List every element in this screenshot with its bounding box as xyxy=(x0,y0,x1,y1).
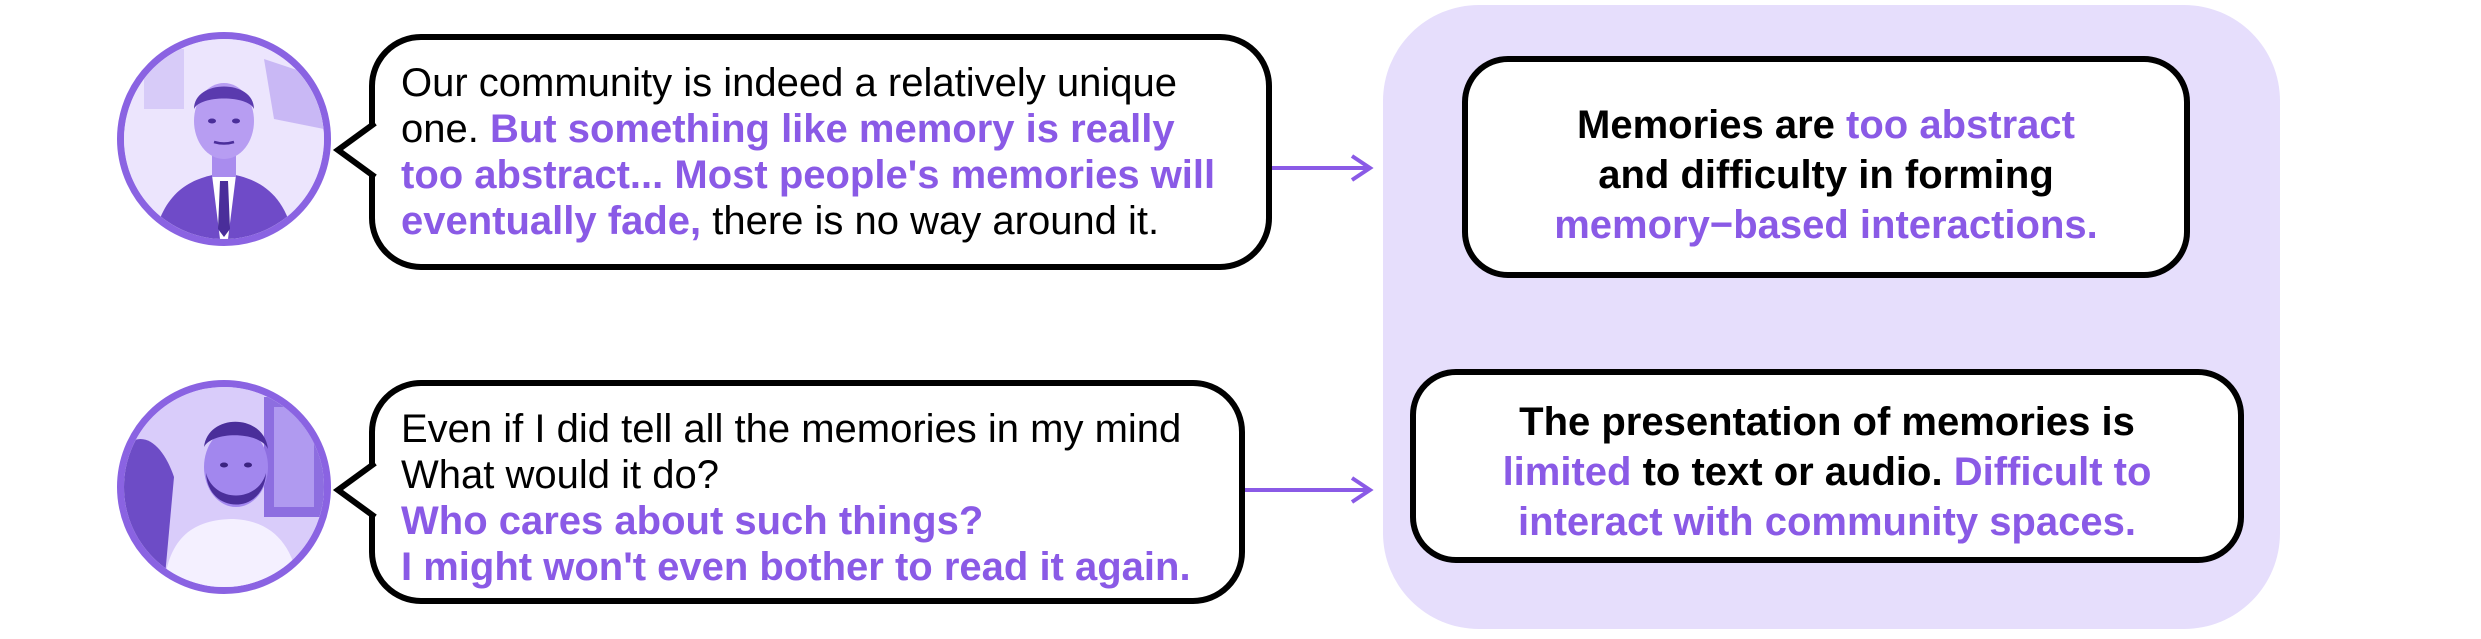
quote-1-line-3: too abstract... Most people's memories w… xyxy=(401,152,1240,198)
quote-bubble-1-tail xyxy=(332,120,377,180)
quote-2-segment-highlight: I might won't even bother to read it aga… xyxy=(401,545,1191,589)
arrow-2-icon xyxy=(1245,476,1374,504)
quote-2-text: Even if I did tell all the memories in m… xyxy=(401,406,1213,590)
quote-1-segment: Our community is indeed a relatively uni… xyxy=(401,61,1177,105)
bearded-man-icon xyxy=(124,387,324,587)
quote-1-segment: one. xyxy=(401,107,490,151)
quote-1-segment-highlight: But something like memory is really xyxy=(489,107,1175,151)
finding-2-line-1: The presentation of memories is xyxy=(1416,397,2238,447)
quote-2-line-4: I might won't even bother to read it aga… xyxy=(401,544,1213,590)
finding-1-line-1: Memories are too abstract xyxy=(1468,100,2184,150)
quote-2-line-1: Even if I did tell all the memories in m… xyxy=(401,406,1213,452)
quote-1-line-2: one. But something like memory is really xyxy=(401,106,1240,152)
finding-1-segment-highlight: too abstract xyxy=(1846,103,2075,147)
finding-2-segment-highlight: limited xyxy=(1502,450,1632,494)
quote-2-line-2: What would it do? xyxy=(401,452,1213,498)
avatar-bearded-man xyxy=(117,380,331,594)
finding-1-line-2: and difficulty in forming xyxy=(1468,150,2184,200)
quote-2-line-3: Who cares about such things? xyxy=(401,498,1213,544)
quote-1-segment: there is no way around it. xyxy=(701,199,1160,243)
quote-bubble-2-tail xyxy=(332,460,377,520)
finding-2-segment: The presentation of memories is xyxy=(1519,400,2135,444)
finding-2-line-2: limited to text or audio. Difficult to xyxy=(1416,447,2238,497)
finding-1-segment: Memories are xyxy=(1577,103,1847,147)
quote-1-line-4: eventually fade, there is no way around … xyxy=(401,198,1240,244)
quote-1-segment-highlight: eventually fade, xyxy=(401,199,702,243)
finding-1-segment: and difficulty in forming xyxy=(1598,153,2054,197)
quote-1-line-1: Our community is indeed a relatively uni… xyxy=(401,60,1240,106)
quote-2-segment-highlight: Who cares about such things? xyxy=(401,499,984,543)
finding-2-segment-highlight: interact with community spaces. xyxy=(1518,500,2136,544)
quote-1-segment-highlight: too abstract... Most people's memories w… xyxy=(401,153,1216,197)
finding-1-segment-highlight: memory−based interactions. xyxy=(1554,203,2098,247)
quote-bubble-2: Even if I did tell all the memories in m… xyxy=(369,380,1245,604)
quote-bubble-1: Our community is indeed a relatively uni… xyxy=(369,34,1272,270)
finding-2-segment-highlight: Difficult to xyxy=(1953,450,2152,494)
arrow-1-icon xyxy=(1272,154,1374,182)
finding-2-line-3: interact with community spaces. xyxy=(1416,497,2238,547)
quote-2-segment: Even if I did tell all the memories in m… xyxy=(401,407,1182,451)
avatar-person-suit xyxy=(117,32,331,246)
quote-2-segment: What would it do? xyxy=(401,453,719,497)
person-suit-icon xyxy=(124,39,324,239)
finding-1-line-3: memory−based interactions. xyxy=(1468,200,2184,250)
finding-2-segment: to text or audio. xyxy=(1631,450,1954,494)
quote-1-text: Our community is indeed a relatively uni… xyxy=(401,60,1240,244)
